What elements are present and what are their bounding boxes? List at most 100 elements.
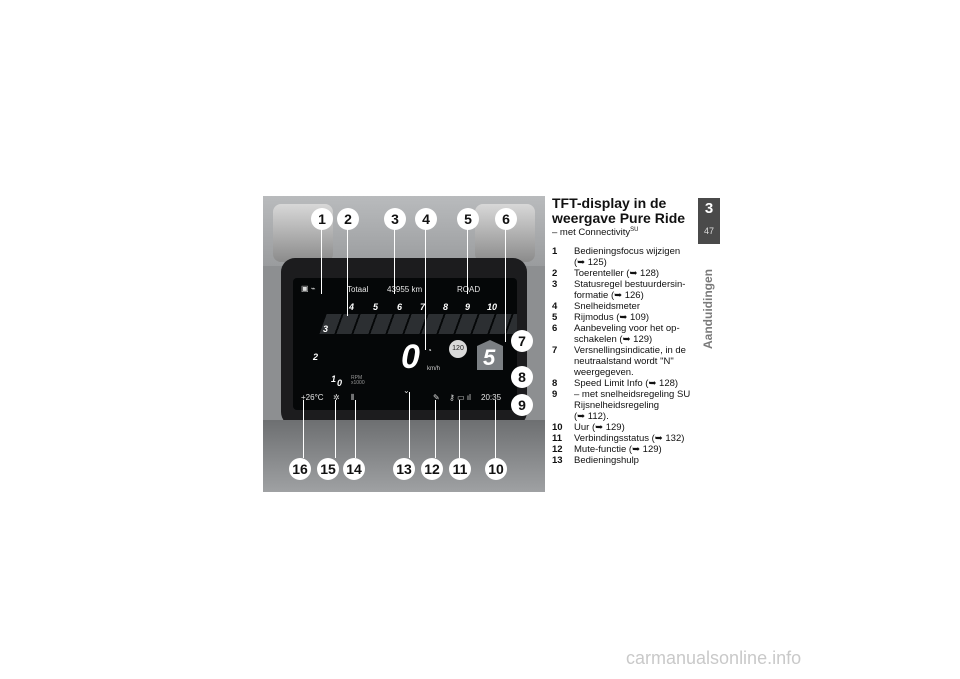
legend-item-text: Speed Limit Info (➥ 128): [574, 378, 694, 389]
legend-item-text: Versnellingsindicatie, in de neutraalsta…: [574, 345, 694, 378]
legend-item-page-ref[interactable]: (➥ 129): [629, 444, 662, 455]
legend-item-text: – met snelheidsregeling SU Rijsnelheidsr…: [574, 389, 694, 422]
callout-2: 2: [337, 208, 359, 230]
tft-display-photo: ▣ ⌁ Totaal 43955 km ROAD 1 2 3 4 5 6 7 8…: [263, 196, 545, 492]
leader-line-11: [459, 400, 460, 458]
callout-15: 15: [317, 458, 339, 480]
legend-item: 7Versnellingsindicatie, in de neutraalst…: [552, 345, 694, 378]
leader-line-5: [467, 224, 468, 294]
legend-item-label: Speed Limit Info: [574, 378, 643, 389]
odometer-label: Totaal: [347, 285, 368, 294]
rpm-tick-10: 10: [487, 302, 497, 312]
legend-list: 1Bedieningsfocus wijzigen (➥ 125)2Toeren…: [552, 246, 694, 466]
legend-item-number: 6: [552, 323, 574, 345]
callout-13: 13: [393, 458, 415, 480]
legend-item-text: Verbindingsstatus (➥ 132): [574, 433, 694, 444]
callout-12: 12: [421, 458, 443, 480]
legend-item-label: Rijmodus: [574, 312, 614, 323]
leader-line-10: [495, 400, 496, 458]
legend-item-page-ref[interactable]: (➥ 109): [616, 312, 649, 323]
legend-item-label: Versnellingsindicatie, in de neutraalsta…: [574, 345, 686, 378]
leader-line-1: [321, 224, 322, 294]
legend-item-page-ref[interactable]: (➥ 129): [592, 422, 625, 433]
legend-item-label: Uur: [574, 422, 589, 433]
rpm-tick-1: 1: [331, 374, 336, 384]
legend-item-number: 1: [552, 246, 574, 268]
legend-item-page-ref[interactable]: (➥ 132): [652, 433, 685, 444]
menu-icon: ▣ ⌁: [301, 284, 316, 293]
legend-item-page-ref[interactable]: (➥ 128): [645, 378, 678, 389]
speedometer-value: 0: [401, 338, 420, 377]
rpm-tick-4: 4: [349, 302, 354, 312]
gear-value: 5: [483, 345, 495, 371]
rpm-tick-8: 8: [443, 302, 448, 312]
chapter-name: Aanduidingen: [701, 244, 715, 374]
legend-item-number: 2: [552, 268, 574, 279]
legend-item-label: – met snelheidsregeling SU Rijsnelheidsr…: [574, 389, 690, 411]
cruise-control-icon: ◔: [427, 346, 432, 355]
leader-line-6: [505, 224, 506, 342]
legend-item-number: 4: [552, 301, 574, 312]
legend-item-number: 3: [552, 279, 574, 301]
legend-item-label: Bedieningshulp: [574, 455, 639, 466]
leader-line-4: [425, 224, 426, 350]
legend-item: 9– met snelheidsregeling SU Rijsnelheids…: [552, 389, 694, 422]
legend-item: 4Snelheidsmeter: [552, 301, 694, 312]
rpm-tick-6: 6: [397, 302, 402, 312]
callout-10: 10: [485, 458, 507, 480]
callout-1: 1: [311, 208, 333, 230]
photo-lower-area: [263, 420, 545, 492]
legend-item-page-ref[interactable]: (➥ 125): [574, 257, 607, 268]
legend-item-text: Bedieningshulp: [574, 455, 694, 466]
legend-item-page-ref[interactable]: (➥ 112).: [574, 411, 609, 422]
rpm-tick-3: 3: [323, 324, 328, 334]
legend-item-page-ref[interactable]: (➥ 126): [611, 290, 644, 301]
leader-line-14: [355, 400, 356, 458]
callout-8: 8: [511, 366, 533, 388]
page-number: 47: [698, 226, 720, 236]
callout-14: 14: [343, 458, 365, 480]
legend-item-text: Aanbeveling voor het op-schakelen (➥ 129…: [574, 323, 694, 345]
gear-indicator: 5: [477, 340, 503, 370]
subtitle-superscript: SU: [630, 227, 638, 233]
clock: 20:35: [481, 393, 501, 402]
legend-item-label: Snelheidsmeter: [574, 301, 640, 312]
heated-grips-icon: ⫴: [351, 393, 354, 403]
frost-warning-icon: ✲: [333, 393, 340, 402]
odometer-value: 43955 km: [387, 285, 422, 294]
legend-item-number: 12: [552, 444, 574, 455]
legend-item: 10Uur (➥ 129): [552, 422, 694, 433]
chapter-number: 3: [698, 200, 720, 217]
legend-item-text: Uur (➥ 129): [574, 422, 694, 433]
subtitle-text: – met Connectivity: [552, 227, 630, 238]
legend-item: 1Bedieningsfocus wijzigen (➥ 125): [552, 246, 694, 268]
callout-16: 16: [289, 458, 311, 480]
legend-item-number: 5: [552, 312, 574, 323]
ambient-temperature: +26°C: [301, 393, 324, 402]
legend-item-label: Toerenteller: [574, 268, 624, 279]
callout-7: 7: [511, 330, 533, 352]
legend-item-number: 9: [552, 389, 574, 422]
legend-item-text: Statusregel bestuurdersin-formatie (➥ 12…: [574, 279, 694, 301]
callout-3: 3: [384, 208, 406, 230]
section-subtitle: – met ConnectivitySU: [552, 227, 639, 238]
legend-item-page-ref[interactable]: (➥ 128): [626, 268, 659, 279]
callout-6: 6: [495, 208, 517, 230]
leader-line-2: [347, 224, 348, 316]
leader-line-15: [335, 400, 336, 458]
leader-line-13: [409, 392, 410, 458]
speed-unit: km/h: [427, 366, 440, 372]
legend-item-page-ref[interactable]: (➥ 129): [619, 334, 652, 345]
rpm-tick-5: 5: [373, 302, 378, 312]
riding-mode: ROAD: [457, 285, 480, 294]
chapter-tab: 3 47: [698, 198, 720, 244]
legend-item-label: Verbindingsstatus: [574, 433, 649, 444]
legend-item-text: Snelheidsmeter: [574, 301, 694, 312]
rpm-bar-graph: [319, 314, 517, 334]
tft-screen: ▣ ⌁ Totaal 43955 km ROAD 1 2 3 4 5 6 7 8…: [293, 278, 517, 410]
